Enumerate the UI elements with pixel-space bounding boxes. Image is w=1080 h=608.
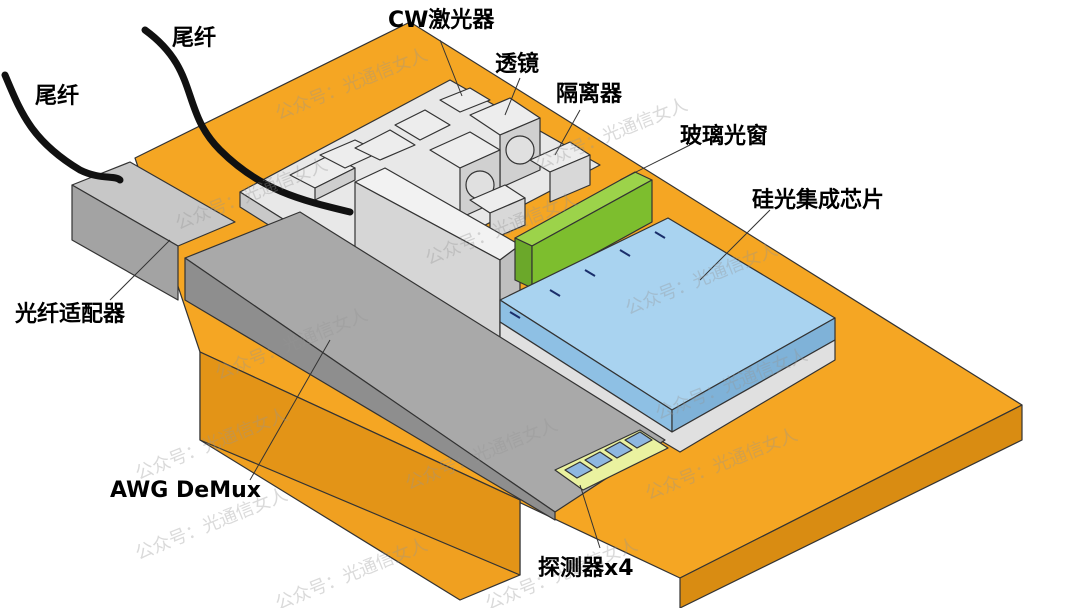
fiber-adapter [71, 161, 236, 301]
label-pigtail-2: 尾纤 [35, 84, 80, 109]
label-pigtail-1: 尾纤 [172, 26, 217, 51]
label-detectors: 探测器x4 [538, 556, 634, 581]
detector-array [554, 429, 669, 491]
detector-2 [584, 451, 613, 469]
awg-demux [184, 211, 666, 521]
leader-lines [109, 39, 771, 549]
label-lens: 透镜 [495, 52, 540, 77]
label-glass-window: 玻璃光窗 [680, 124, 769, 149]
glass-window [514, 171, 653, 289]
label-isolator: 隔离器 [556, 82, 623, 107]
detector-1 [564, 461, 593, 479]
optical-components [289, 87, 591, 241]
label-awg-demux: AWG DeMux [110, 478, 261, 503]
label-cw-laser: CW激光器 [388, 8, 495, 33]
detector-3 [604, 441, 633, 459]
silicon-photonic-chip [499, 217, 836, 453]
label-si-photonic-chip: 硅光集成芯片 [752, 188, 885, 213]
detector-4 [624, 431, 653, 449]
pigtail-fibers [1, 26, 354, 216]
label-fiber-adapter: 光纤适配器 [15, 302, 126, 327]
